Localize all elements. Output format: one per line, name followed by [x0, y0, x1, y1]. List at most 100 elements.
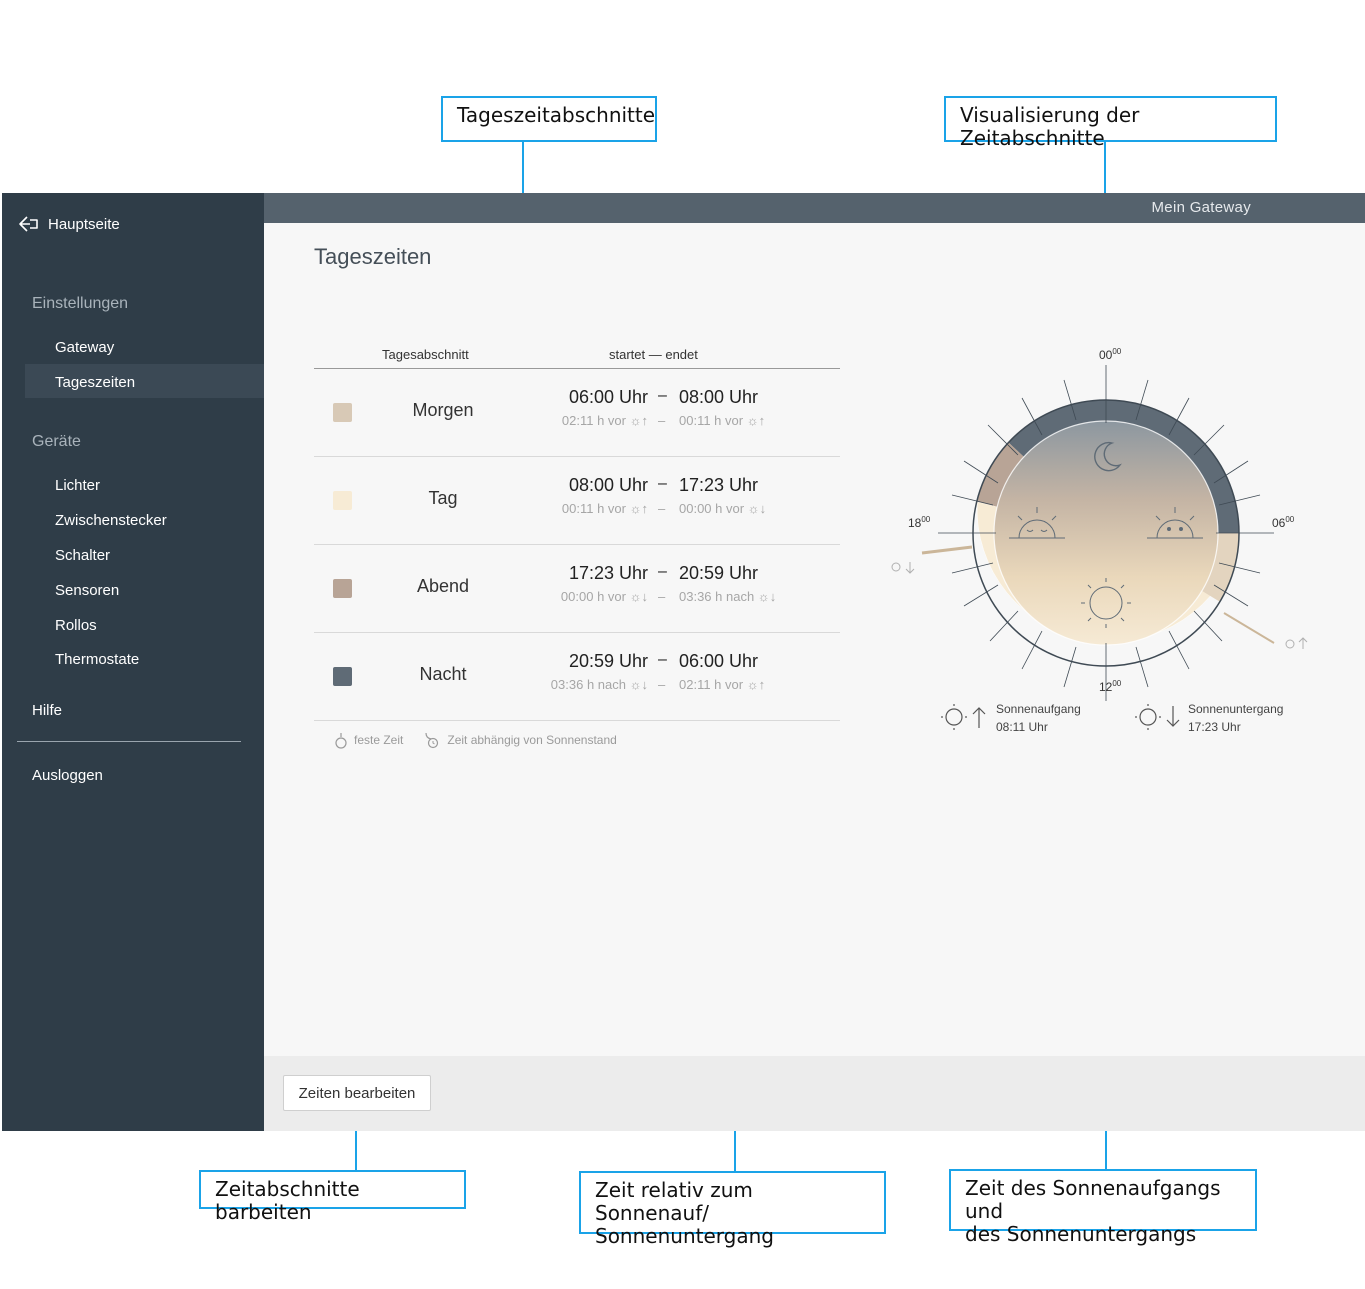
legend-fixed-label: feste Zeit: [354, 733, 404, 747]
start-time: 17:23 Uhr: [568, 563, 648, 583]
start-relative: 00:00 h vor ☼↓: [560, 589, 648, 604]
page-title: Tageszeiten: [314, 244, 432, 269]
sunset-label: Sonnenuntergang: [1188, 702, 1284, 716]
sidebar-item-ausloggen[interactable]: Ausloggen: [32, 767, 103, 784]
row-name: Morgen: [412, 400, 474, 420]
callout-text: Tageszeitabschnitte: [457, 103, 656, 127]
hour-minutes: 00: [1112, 347, 1121, 356]
top-bar: Mein Gateway: [264, 193, 1365, 223]
inner-sky-disk: [994, 421, 1218, 645]
column-header-section: Tagesabschnitt: [382, 347, 469, 362]
relative-dash: –: [658, 589, 666, 604]
connector-line: [355, 1123, 357, 1170]
hour-value: 06: [1272, 516, 1286, 530]
end-time: 20:59 Uhr: [679, 563, 759, 583]
sidebar: Hauptseite Einstellungen Gateway Tagesze…: [2, 193, 264, 1131]
sidebar-item-tageszeiten[interactable]: Tageszeiten: [55, 374, 136, 391]
hour-value: 18: [908, 516, 922, 530]
callout-relativ: Zeit relativ zum Sonnenauf/Sonnenunterga…: [579, 1171, 886, 1248]
color-swatch: [333, 491, 352, 510]
time-dash: –: [658, 387, 667, 404]
time-dash: –: [658, 563, 667, 580]
sunset-marker: [921, 545, 973, 555]
sunset-info: Sonnenuntergang 17:23 Uhr: [1188, 700, 1283, 736]
table-row[interactable]: Abend 17:23 Uhr – 20:59 Uhr 00:00 h vor …: [314, 545, 840, 633]
sidebar-item-schalter[interactable]: Schalter: [55, 547, 111, 564]
start-time: 08:00 Uhr: [568, 475, 648, 495]
hour-label-18: 1800: [908, 515, 931, 530]
devices-heading: Geräte: [32, 433, 81, 450]
sunset-icon: [1135, 704, 1180, 730]
moon-icon: [1094, 441, 1122, 472]
sunset-time: 17:23 Uhr: [1188, 720, 1241, 734]
hour-minutes: 00: [921, 515, 930, 524]
sunrise-marker: [1223, 612, 1275, 644]
time-type-legend: feste Zeit Zeit abhängig von Sonnenstand: [334, 731, 617, 749]
start-relative: 03:36 h nach ☼↓: [550, 677, 648, 692]
back-label: Hauptseite: [48, 215, 120, 233]
sunrise-info: Sonnenaufgang 08:11 Uhr: [996, 700, 1081, 736]
row-name: Abend: [416, 576, 470, 596]
footer-bar: Zeiten bearbeiten: [264, 1056, 1365, 1131]
end-time: 08:00 Uhr: [679, 387, 759, 407]
main-content: Tageszeiten Tagesabschnitt startet — end…: [264, 223, 1365, 1056]
sidebar-item-thermostate[interactable]: Thermostate: [55, 651, 140, 668]
noon-sun-icon: [1081, 578, 1131, 628]
header-divider: [314, 368, 840, 369]
end-relative: 02:11 h vor ☼↑: [679, 677, 766, 692]
end-time: 17:23 Uhr: [679, 475, 759, 495]
start-relative: 02:11 h vor ☼↑: [561, 413, 648, 428]
row-name: Nacht: [419, 664, 467, 684]
sidebar-item-zwischenstecker[interactable]: Zwischenstecker: [55, 512, 167, 529]
ring-segment-morgen-arc: [1201, 533, 1239, 602]
hour-label-12: 1200: [1099, 679, 1122, 694]
sidebar-item-hilfe[interactable]: Hilfe: [32, 702, 63, 719]
sidebar-divider: [17, 741, 241, 742]
time-dash: –: [658, 475, 667, 492]
end-time: 06:00 Uhr: [679, 651, 759, 671]
sunrise-indicator-icon: [1285, 637, 1308, 649]
color-swatch: [333, 579, 352, 598]
table-row[interactable]: Tag 08:00 Uhr – 17:23 Uhr 00:11 h vor ☼↑…: [314, 457, 840, 545]
color-swatch: [333, 403, 352, 422]
callout-text: Zeit relativ zum Sonnenauf/: [595, 1178, 753, 1225]
callout-text: Zeitabschnitte barbeiten: [215, 1177, 360, 1224]
sidebar-item-sensoren[interactable]: Sensoren: [55, 582, 120, 599]
hour-label-06: 0600: [1272, 515, 1295, 530]
sunrise-face-icon: [1147, 507, 1203, 539]
color-swatch: [333, 667, 352, 686]
fixed-time-icon: [335, 733, 347, 749]
table-row[interactable]: Morgen 06:00 Uhr – 08:00 Uhr 02:11 h vor…: [314, 369, 840, 457]
callout-text: Zeit des Sonnenaufgangs und: [965, 1176, 1221, 1223]
sidebar-item-rollos[interactable]: Rollos: [55, 617, 97, 634]
start-time: 06:00 Uhr: [568, 387, 648, 407]
legend-relative-label: Zeit abhängig von Sonnenstand: [447, 733, 617, 747]
settings-heading: Einstellungen: [32, 295, 129, 312]
day-clock-visualization: 0000 1200 1800 0600: [891, 347, 1308, 701]
callout-tageszeitabschnitte: Tageszeitabschnitte: [441, 96, 657, 142]
end-relative: 03:36 h nach ☼↓: [679, 589, 777, 604]
column-header-times: startet — endet: [609, 347, 698, 362]
sidebar-item-lichter[interactable]: Lichter: [55, 477, 101, 494]
start-relative: 00:11 h vor ☼↑: [561, 501, 648, 516]
ring-segment-abend: [977, 442, 1024, 507]
sidebar-item-tageszeiten-active[interactable]: [25, 364, 264, 398]
relative-dash: –: [658, 413, 666, 428]
callout-text: des Sonnenuntergangs: [965, 1222, 1197, 1246]
back-link[interactable]: Hauptseite: [18, 215, 120, 233]
sidebar-item-gateway[interactable]: Gateway: [55, 339, 115, 356]
hour-value: 00: [1099, 348, 1113, 362]
callout-text: Sonnenuntergang: [595, 1224, 774, 1248]
hour-minutes: 00: [1112, 679, 1121, 688]
back-arrow-icon: [19, 216, 38, 232]
ring-segment-nacht: [1008, 400, 1239, 533]
table-row[interactable]: Nacht 20:59 Uhr – 06:00 Uhr 03:36 h nach…: [314, 633, 840, 721]
callout-text: Visualisierung der Zeitabschnitte: [960, 103, 1140, 150]
gateway-name[interactable]: Mein Gateway: [1151, 199, 1251, 216]
edit-times-button[interactable]: Zeiten bearbeiten: [283, 1075, 431, 1111]
app-window: Hauptseite Einstellungen Gateway Tagesze…: [2, 193, 1365, 1131]
sunrise-time: 08:11 Uhr: [996, 720, 1048, 734]
row-name: Tag: [428, 488, 458, 508]
end-relative: 00:00 h vor ☼↓: [679, 501, 767, 516]
